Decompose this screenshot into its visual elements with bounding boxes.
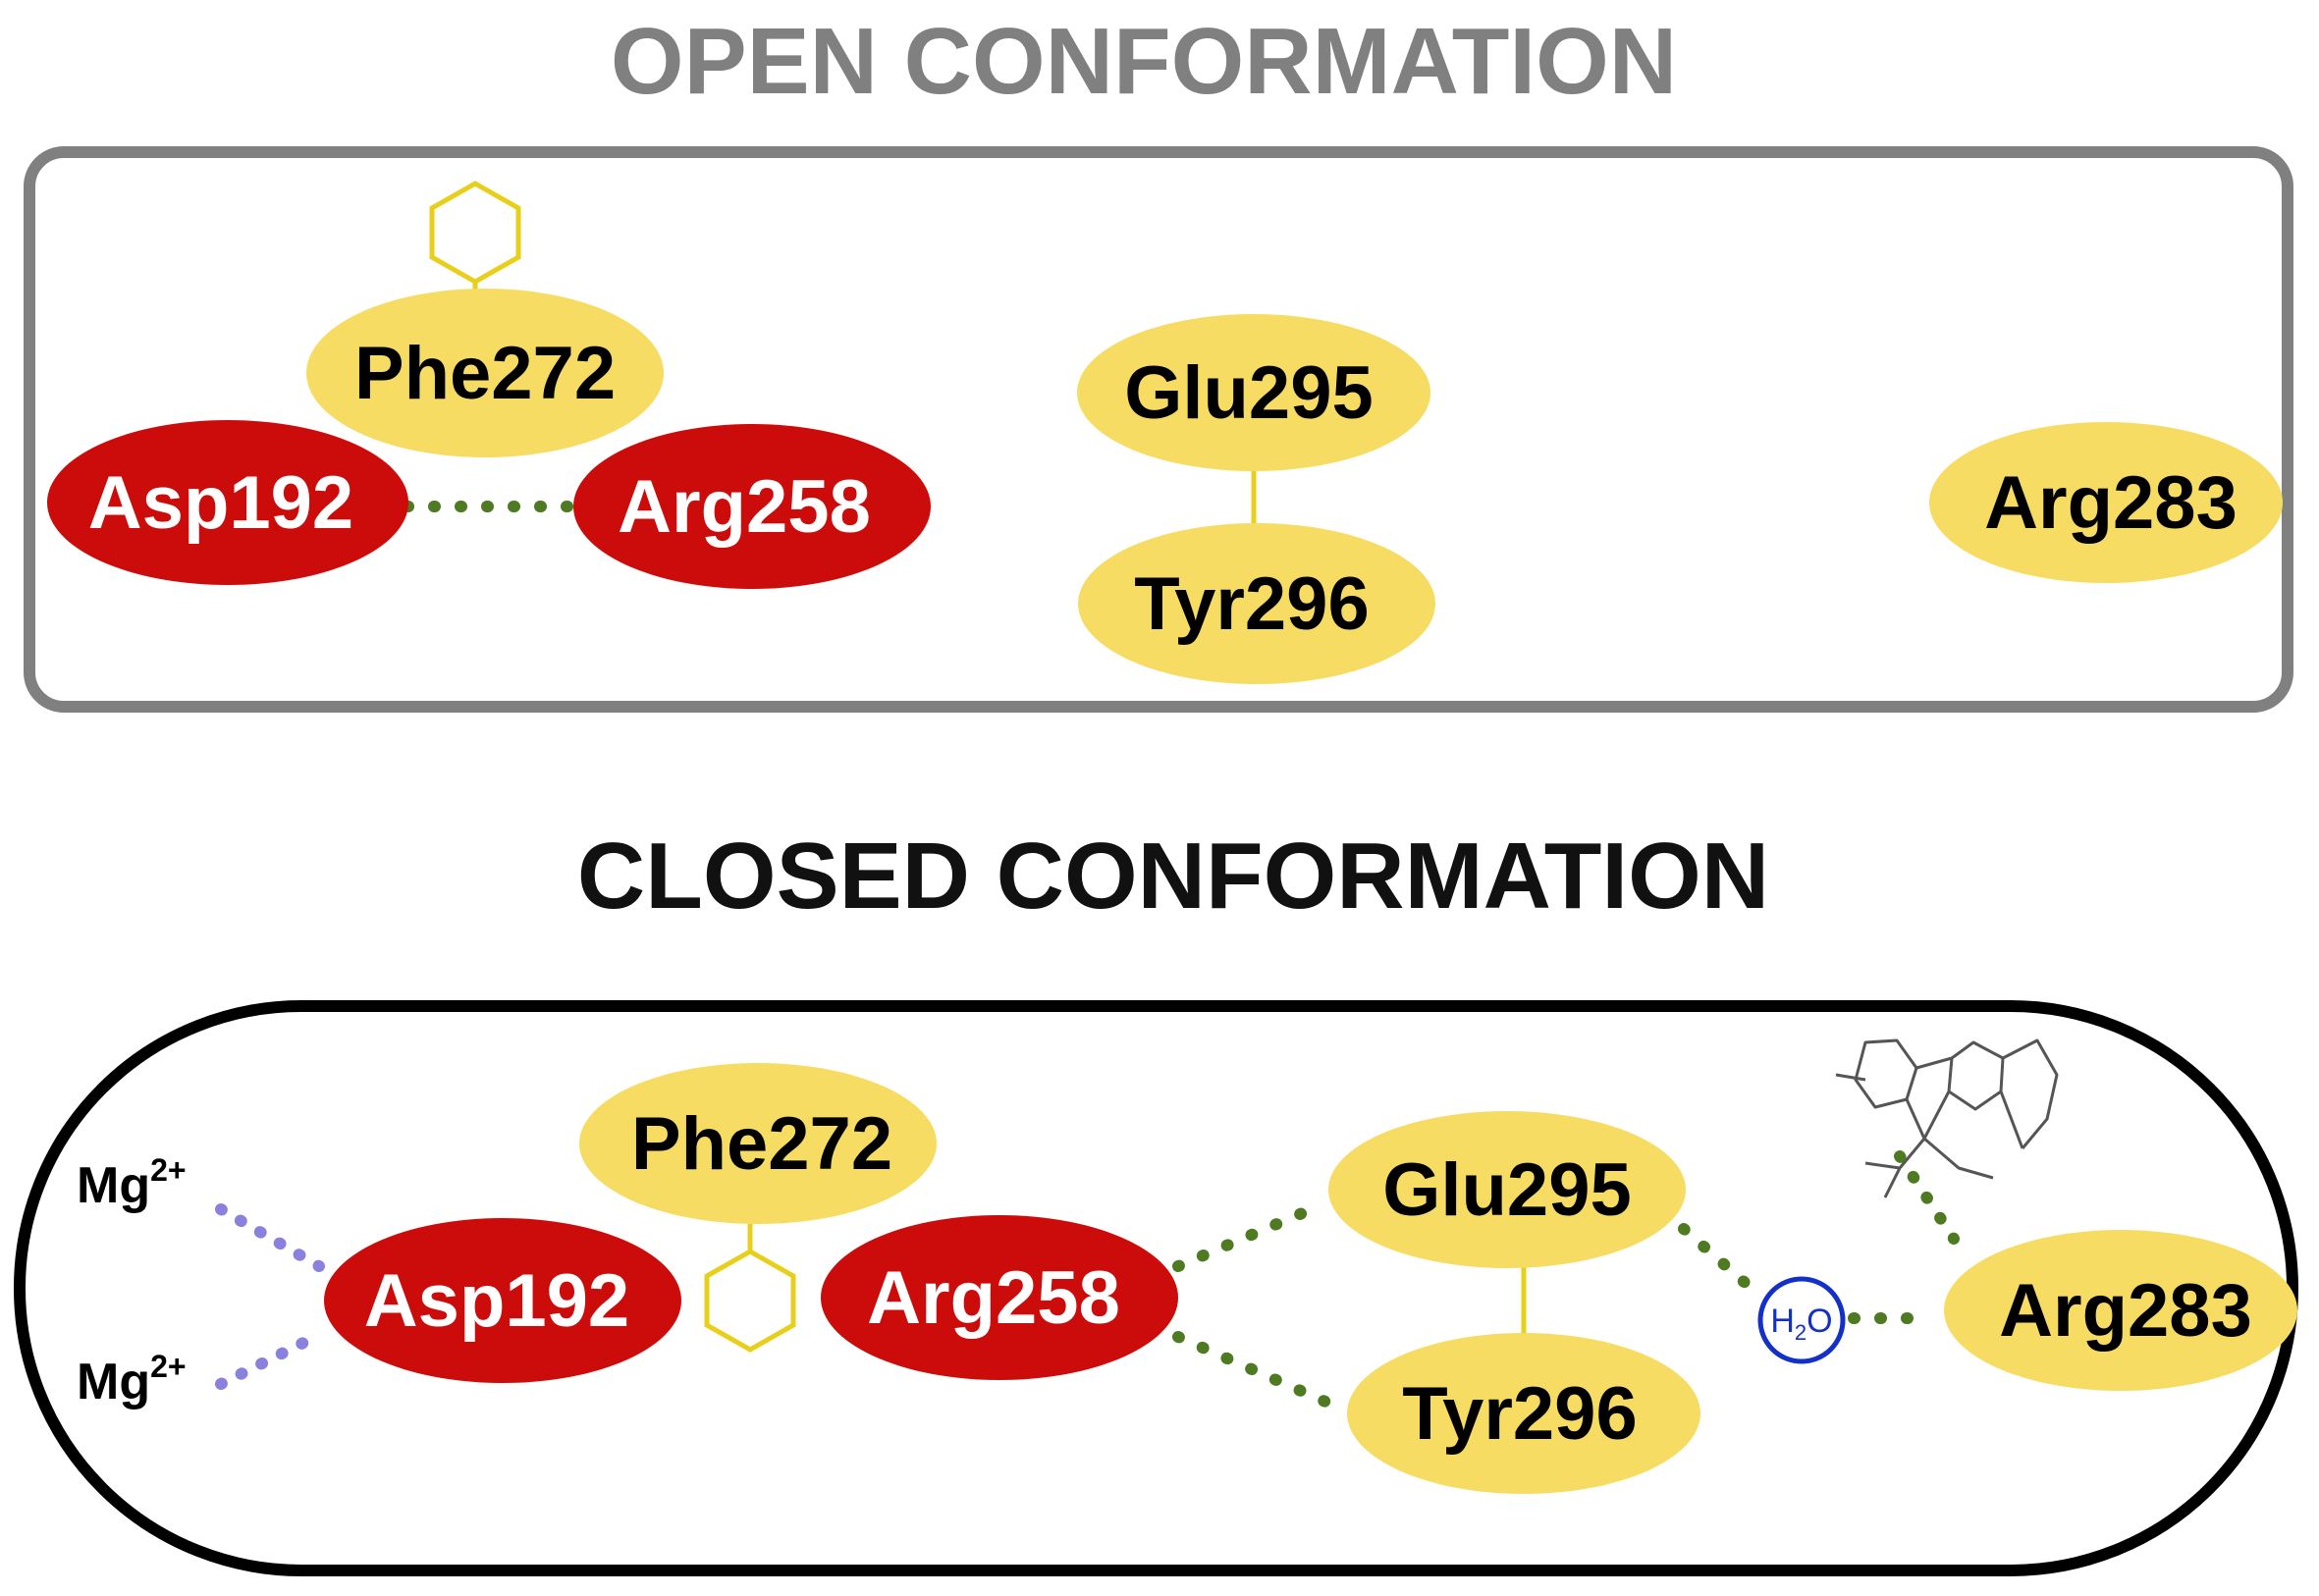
ligand-ring-right — [1947, 1040, 2005, 1111]
closed-tyr296-label: Tyr296 — [1402, 1372, 1637, 1456]
closed-mg-top-base: Mg — [77, 1157, 150, 1214]
open-arg258-node — [573, 424, 931, 589]
open-arg258-group: Arg258 — [573, 424, 931, 589]
closed-title: CLOSED CONFORMATION — [577, 824, 1769, 929]
closed-water-group: H2O — [1757, 1276, 1846, 1364]
open-tyr296-label: Tyr296 — [1134, 562, 1369, 646]
closed-arg283-label: Arg283 — [1999, 1269, 2252, 1353]
open-glu295-label: Glu295 — [1124, 351, 1373, 435]
closed-mg-bottom-charge: 2+ — [150, 1349, 186, 1384]
closed-phenyl-ring — [704, 1249, 796, 1353]
closed-asp192-node — [324, 1218, 681, 1383]
open-arg283-node — [1929, 422, 2283, 583]
open-arg283-label: Arg283 — [1984, 461, 2238, 545]
closed-phe272-label: Phe272 — [631, 1102, 892, 1186]
closed-glu295-water-hbond — [1678, 1223, 1763, 1300]
closed-arg258-tyr296-hbond — [1172, 1331, 1331, 1408]
closed-asp192-group: Asp192 — [324, 1218, 681, 1383]
closed-arg258-label: Arg258 — [867, 1256, 1120, 1340]
closed-glu295-group: Glu295 — [1328, 1111, 1686, 1268]
open-phe272-group: Phe272 — [306, 181, 664, 457]
closed-mg-top-charge: 2+ — [150, 1152, 186, 1188]
closed-arg283-group: Arg283 — [1944, 1230, 2297, 1391]
closed-tyr296-group: Tyr296 — [1347, 1333, 1700, 1494]
closed-panel-border — [14, 1000, 2298, 1576]
ligand-ring-left — [1854, 1038, 1918, 1109]
closed-phe272-node — [579, 1063, 937, 1224]
closed-arg283-node — [1944, 1230, 2297, 1391]
open-conformation-panel: OPEN CONFORMATION Phe272 Asp192 Arg258 G… — [24, 9, 2293, 713]
closed-water-h: H — [1770, 1303, 1795, 1340]
closed-arg258-node — [821, 1215, 1178, 1380]
open-arg258-label: Arg258 — [618, 465, 871, 549]
open-glu295-group: Glu295 — [1077, 314, 1430, 471]
closed-mg-bottom-bond — [215, 1329, 325, 1390]
closed-mg-bottom-group: Mg2+ — [77, 1349, 187, 1410]
closed-mg-top-bond — [215, 1203, 325, 1272]
closed-conformation-panel: CLOSED CONFORMATION Mg2+ Mg2+ Asp192 Phe… — [14, 824, 2298, 1576]
closed-mg-bottom-base: Mg — [77, 1354, 150, 1410]
closed-mg-top-label: Mg2+ — [77, 1152, 187, 1214]
closed-water-sub: 2 — [1795, 1320, 1807, 1345]
closed-water-molecule — [1757, 1276, 1846, 1364]
open-asp192-group: Asp192 — [47, 420, 408, 585]
closed-glu295-node — [1328, 1111, 1686, 1268]
closed-mg-bottom-label: Mg2+ — [77, 1349, 187, 1410]
open-phe272-node — [306, 289, 664, 457]
open-panel-border — [24, 146, 2293, 713]
closed-tyr296-node — [1347, 1333, 1700, 1494]
closed-water-label: H2O — [1770, 1303, 1832, 1345]
open-phenyl-ring — [429, 181, 521, 285]
open-tyr296-node — [1078, 523, 1435, 684]
closed-mg-top-group: Mg2+ — [77, 1152, 187, 1214]
closed-ligand-sketch — [1835, 1038, 2059, 1198]
open-asp192-label: Asp192 — [88, 461, 353, 545]
closed-asp192-label: Asp192 — [364, 1259, 629, 1343]
ligand-chain — [1835, 1038, 2059, 1198]
open-arg283-group: Arg283 — [1929, 422, 2283, 583]
closed-glu295-label: Glu295 — [1382, 1148, 1631, 1232]
open-asp192-node — [47, 420, 408, 585]
closed-water-o: O — [1807, 1303, 1832, 1340]
closed-ligand-arg283-hbond — [1894, 1150, 1960, 1245]
open-title: OPEN CONFORMATION — [611, 9, 1677, 114]
closed-arg258-glu295-hbond — [1172, 1199, 1326, 1272]
closed-phe272-group: Phe272 — [579, 1063, 937, 1353]
open-phe272-label: Phe272 — [354, 332, 616, 415]
closed-arg258-group: Arg258 — [821, 1215, 1178, 1380]
open-tyr296-group: Tyr296 — [1078, 523, 1435, 684]
open-glu295-node — [1077, 314, 1430, 471]
